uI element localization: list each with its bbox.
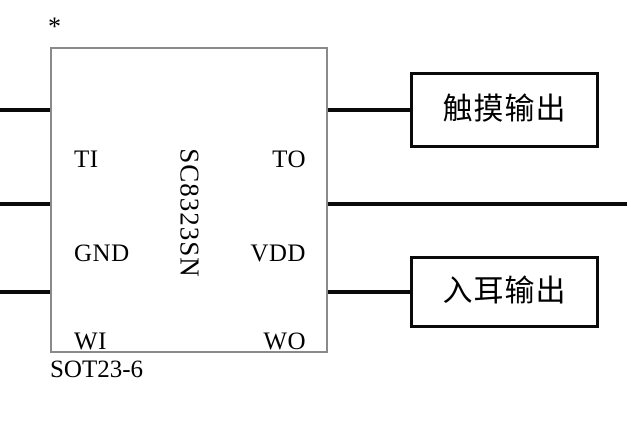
pin-label-gnd: GND (74, 240, 130, 267)
pin-label-wo: WO (263, 328, 306, 355)
pin-label-vdd: VDD (250, 240, 306, 267)
ear-output-block: 入耳输出 (410, 256, 599, 328)
touch-output-label: 触摸输出 (442, 92, 567, 127)
wire-vdd-rail (326, 202, 627, 206)
wire-ti-in (0, 108, 52, 112)
wire-to-touch-output (326, 108, 412, 112)
asterisk-marker: * (48, 12, 61, 41)
wire-wo-ear-output (326, 290, 412, 294)
wire-wi-in (0, 290, 52, 294)
part-number-label: SC8323SN (174, 148, 205, 278)
pin-label-wi: WI (74, 328, 107, 355)
ear-output-label: 入耳输出 (442, 274, 567, 309)
wire-gnd-in (0, 202, 52, 206)
package-type-label: SOT23-6 (50, 356, 144, 383)
pin-label-ti: TI (74, 146, 99, 173)
touch-output-block: 触摸输出 (410, 72, 599, 148)
ic-package-body: TI GND WI TO VDD WO (50, 47, 328, 355)
pin-label-to: TO (272, 146, 306, 173)
